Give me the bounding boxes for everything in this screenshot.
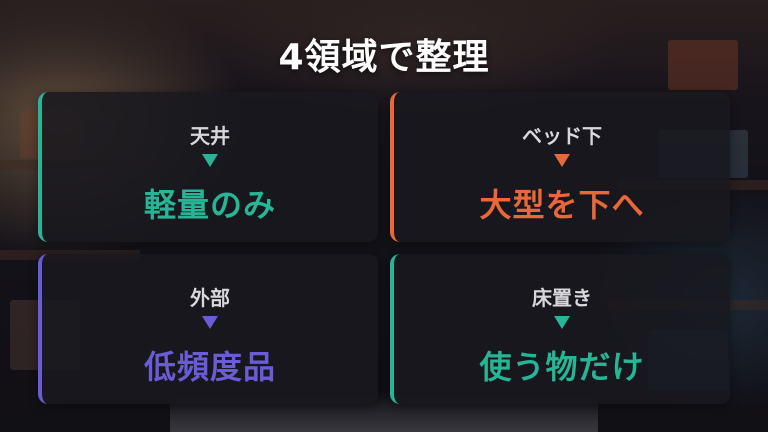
down-arrow-icon [554, 316, 570, 329]
zone-card-under-bed: ベッド下 大型を下へ [390, 92, 730, 242]
down-arrow-icon [202, 154, 218, 167]
page-title: 4領域で整理 [278, 37, 490, 78]
zone-label: ベッド下 [522, 124, 602, 148]
zone-value: 軽量のみ [143, 186, 276, 224]
zone-card-ceiling: 天井 軽量のみ [38, 92, 378, 242]
zone-label: 外部 [190, 286, 230, 310]
down-arrow-icon [202, 316, 218, 329]
zone-value: 大型を下へ [479, 186, 645, 224]
down-arrow-icon [554, 154, 570, 167]
zone-value: 使う物だけ [479, 348, 645, 386]
zone-label: 天井 [190, 124, 230, 148]
zone-value: 低頻度品 [143, 348, 276, 386]
zone-card-exterior: 外部 低頻度品 [38, 254, 378, 404]
zone-label: 床置き [532, 286, 592, 310]
zone-card-floor: 床置き 使う物だけ [390, 254, 730, 404]
